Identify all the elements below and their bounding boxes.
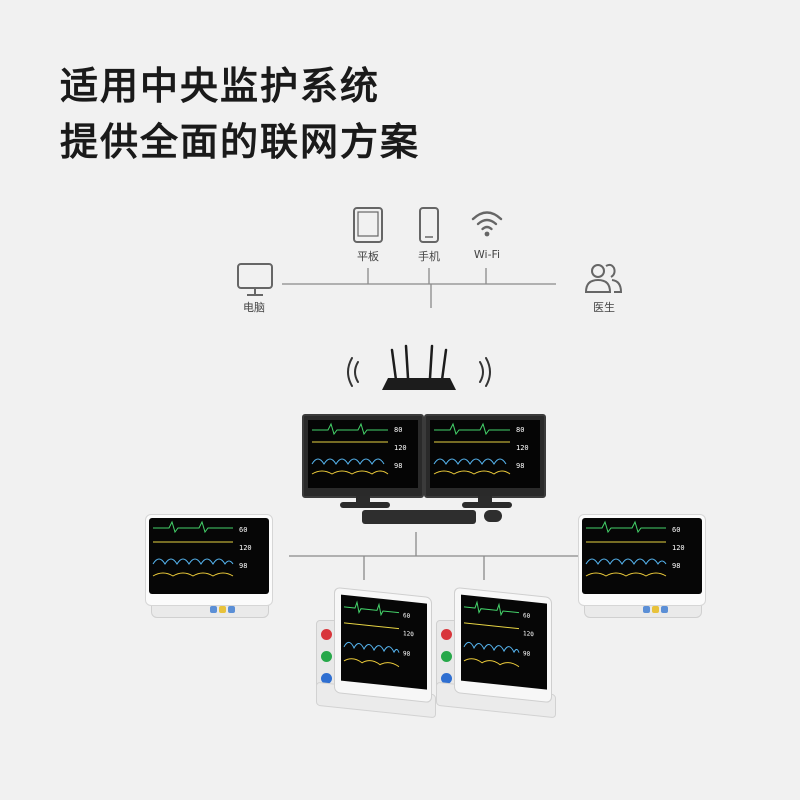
doctor-label: 医生 [593, 301, 615, 314]
bedside-monitor-right: 60 120 98 [578, 514, 706, 618]
central-monitor-left: 80 120 98 [302, 414, 424, 498]
headline-line-2: 提供全面的联网方案 [60, 120, 421, 164]
tablet-label: 平板 [357, 250, 379, 263]
svg-text:120: 120 [516, 444, 529, 452]
svg-text:98: 98 [403, 650, 411, 658]
svg-text:120: 120 [239, 544, 252, 552]
svg-text:60: 60 [403, 612, 411, 620]
wifi-router [347, 344, 491, 390]
svg-text:98: 98 [523, 650, 531, 658]
vital-waveforms: 60 120 98 [463, 600, 534, 668]
svg-text:120: 120 [394, 444, 407, 452]
signal-waves-left [347, 357, 359, 387]
modular-monitor-left: 60 120 98 [316, 586, 436, 719]
vital-waveforms: 80 120 98 [433, 422, 529, 475]
svg-text:120: 120 [523, 630, 534, 638]
wifi-icon [471, 211, 503, 237]
signal-waves-right [479, 357, 491, 387]
vital-waveforms: 80 120 98 [311, 422, 407, 475]
svg-text:60: 60 [239, 526, 247, 534]
svg-text:60: 60 [523, 612, 531, 620]
svg-text:60: 60 [672, 526, 680, 534]
bedside-monitor-left: 60 120 98 [145, 514, 273, 618]
phone-icon [419, 207, 439, 243]
svg-text:120: 120 [403, 630, 414, 638]
phone-label: 手机 [418, 250, 440, 263]
vital-waveforms: 60 120 98 [152, 520, 252, 577]
tablet-icon [353, 207, 383, 243]
svg-text:98: 98 [672, 562, 680, 570]
vital-waveforms: 60 120 98 [585, 520, 685, 577]
svg-text:120: 120 [672, 544, 685, 552]
svg-text:98: 98 [516, 462, 524, 470]
modular-monitor-right: 60 120 98 [436, 586, 556, 719]
computer-label: 电脑 [243, 301, 265, 314]
computer-icon [237, 263, 273, 296]
svg-text:98: 98 [239, 562, 247, 570]
svg-text:98: 98 [394, 462, 402, 470]
vital-waveforms: 60 120 98 [343, 600, 414, 668]
headline-line-1: 适用中央监护系统 [60, 64, 381, 108]
doctor-icon [584, 263, 623, 293]
page-headline: 适用中央监护系统 提供全面的联网方案 [60, 58, 420, 170]
svg-text:80: 80 [394, 426, 402, 434]
keyboard [362, 510, 476, 524]
svg-text:80: 80 [516, 426, 524, 434]
wifi-label: Wi-Fi [473, 248, 501, 261]
mouse [484, 510, 502, 522]
central-monitor-right: 80 120 98 [424, 414, 546, 498]
